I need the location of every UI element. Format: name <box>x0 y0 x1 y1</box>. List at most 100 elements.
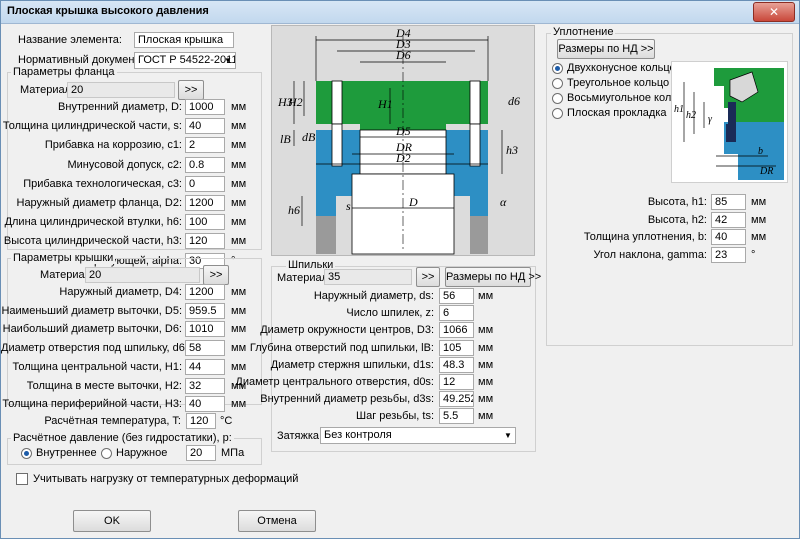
label-H3: H3 <box>277 95 293 109</box>
label-alpha: α <box>500 195 507 209</box>
seal-option-radio[interactable] <box>552 63 563 74</box>
chevron-down-icon: ▼ <box>504 431 512 440</box>
flange-row-label: Толщина цилиндрической части, s: <box>2 120 182 133</box>
label-d6: d6 <box>508 94 520 108</box>
seal-row-label: Толщина уплотнения, b: <box>583 231 707 243</box>
studs-material-field[interactable]: 35 <box>324 269 412 285</box>
label-H1: H1 <box>377 97 393 111</box>
studs-row-field[interactable]: 6 <box>439 305 474 322</box>
studs-row-field[interactable]: 56 <box>439 288 474 304</box>
studs-row-label: Шаг резьбы, ts: <box>356 410 434 423</box>
flange-material-field[interactable]: 20 <box>67 82 175 98</box>
cover-row-field[interactable]: 959.5 <box>185 302 225 319</box>
element-name-field[interactable]: Плоская крышка <box>134 32 234 48</box>
seal-row-label: Высота, h2: <box>647 213 707 226</box>
seal-option-label: Плоская прокладка <box>567 107 667 119</box>
flange-material-label: Материал: <box>20 84 75 96</box>
temp-unit: °C <box>220 415 233 427</box>
seal-option-radio[interactable] <box>552 108 563 119</box>
seal-row-field[interactable]: 40 <box>711 229 746 245</box>
seal-title: Уплотнение <box>551 26 616 38</box>
window-title: Плоская крышка высокого давления <box>7 5 209 17</box>
flange-row-field[interactable]: 120 <box>185 233 225 250</box>
flange-row-field[interactable]: 1000 <box>185 99 225 115</box>
normative-doc-select[interactable]: ГОСТ Р 54522-2011,ГОСТ ▼ <box>134 52 236 69</box>
seal-option-radio[interactable] <box>552 93 563 104</box>
seal-row-field[interactable]: 85 <box>711 194 746 210</box>
studs-row-label: Диаметр окружности центров, D3: <box>260 324 434 337</box>
label-D2: D2 <box>395 151 411 165</box>
cover-row-unit: мм <box>231 379 247 392</box>
studs-row-field[interactable]: 105 <box>439 339 474 356</box>
seal-group <box>546 33 793 346</box>
seal-option-label: Двухконусное кольцо <box>567 62 676 74</box>
studs-row-unit: мм <box>478 358 494 371</box>
cancel-button[interactable]: Отмена <box>238 510 316 532</box>
seal-option-radio[interactable] <box>552 78 563 89</box>
studs-row-unit: мм <box>478 376 494 388</box>
flange-row-unit: мм <box>231 235 247 248</box>
studs-row-field[interactable]: 5.5 <box>439 408 474 425</box>
label-D5: D5 <box>395 124 411 138</box>
temp-field[interactable]: 120 <box>186 413 216 429</box>
flange-row-field[interactable]: 0 <box>185 175 225 192</box>
flange-cover-drawing: D4 D3 D6 D5 DR D2 D H3 H2 H1 d6 dB lB h3… <box>271 25 535 256</box>
studs-material-button[interactable]: >> <box>416 267 440 287</box>
cover-row-label: Толщина в месте выточки, H2: <box>26 379 182 392</box>
seal-row-field[interactable]: 23 <box>711 246 746 263</box>
studs-row-field[interactable]: 12 <box>439 374 474 390</box>
cover-row-field[interactable]: 40 <box>185 396 225 413</box>
flange-params-group <box>7 72 262 250</box>
cover-material-field[interactable]: 20 <box>85 267 200 283</box>
cover-row-label: Наружный диаметр, D4: <box>59 286 182 298</box>
label-h3: h3 <box>506 143 518 157</box>
pressure-field[interactable]: 20 <box>186 445 216 461</box>
seal-row-label: Высота, h1: <box>647 196 707 208</box>
pressure-title: Расчётное давление (без гидростатики), p… <box>11 432 234 444</box>
label-H2: H2 <box>287 95 303 109</box>
tightening-select[interactable]: Без контроля ▼ <box>320 427 516 444</box>
studs-row-label: Число шпилек, z: <box>346 307 434 320</box>
label-dB: dB <box>302 130 316 144</box>
thermal-checkbox[interactable] <box>16 473 28 485</box>
flange-row-field[interactable]: 40 <box>185 118 225 135</box>
cover-row-label: Диаметр отверстия под шпильку, d6: <box>1 342 188 355</box>
temp-label: Расчётная температура, T: <box>44 415 181 427</box>
flange-row-label: Внутренний диаметр, D: <box>58 101 182 113</box>
flange-material-button[interactable]: >> <box>178 80 204 100</box>
element-name-label: Название элемента: <box>18 34 122 46</box>
thermal-label: Учитывать нагрузку от температурных дефо… <box>33 473 299 485</box>
pressure-unit: МПа <box>221 447 245 459</box>
studs-nd-button[interactable]: Размеры по НД >> <box>445 267 541 287</box>
cover-row-field[interactable]: 32 <box>185 377 225 394</box>
cover-row-field[interactable]: 44 <box>185 358 225 375</box>
close-button[interactable]: ✕ <box>753 2 795 22</box>
pressure-outer-radio[interactable] <box>101 448 112 459</box>
cover-params-group <box>7 258 262 405</box>
cover-material-button[interactable]: >> <box>203 265 229 285</box>
seal-nd-button[interactable]: Размеры по НД >> <box>557 39 655 59</box>
flange-row-field[interactable]: 1200 <box>185 195 225 211</box>
ok-button[interactable]: OK <box>73 510 151 532</box>
label-s: s <box>346 199 351 213</box>
flange-row-field[interactable]: 100 <box>185 214 225 231</box>
flange-row-field[interactable]: 2 <box>185 137 225 154</box>
pressure-inner-radio[interactable] <box>21 448 32 459</box>
flange-row-field[interactable]: 0.8 <box>185 156 225 173</box>
cover-row-field[interactable]: 1200 <box>185 284 225 300</box>
flange-cover-svg: D4 D3 D6 D5 DR D2 D H3 H2 H1 d6 dB lB h3… <box>272 26 534 255</box>
cover-row-field[interactable]: 1010 <box>185 321 225 338</box>
studs-row-field[interactable]: 49.252 <box>439 391 474 408</box>
seal-row-label: Угол наклона, gamma: <box>593 248 707 261</box>
studs-row-field[interactable]: 1066 <box>439 322 474 339</box>
pressure-inner-label: Внутреннее <box>36 447 97 459</box>
label-D3: D3 <box>395 37 411 51</box>
seal-row-field[interactable]: 42 <box>711 211 746 228</box>
cover-row-field[interactable]: 58 <box>185 340 225 357</box>
cover-row-label: Наибольший диаметр выточки, D6: <box>2 323 182 336</box>
label-D: D <box>408 195 418 209</box>
studs-row-field[interactable]: 48.3 <box>439 356 474 373</box>
studs-row-unit: мм <box>478 290 494 302</box>
flange-row-unit: мм <box>231 177 247 190</box>
label-h6: h6 <box>288 203 300 217</box>
